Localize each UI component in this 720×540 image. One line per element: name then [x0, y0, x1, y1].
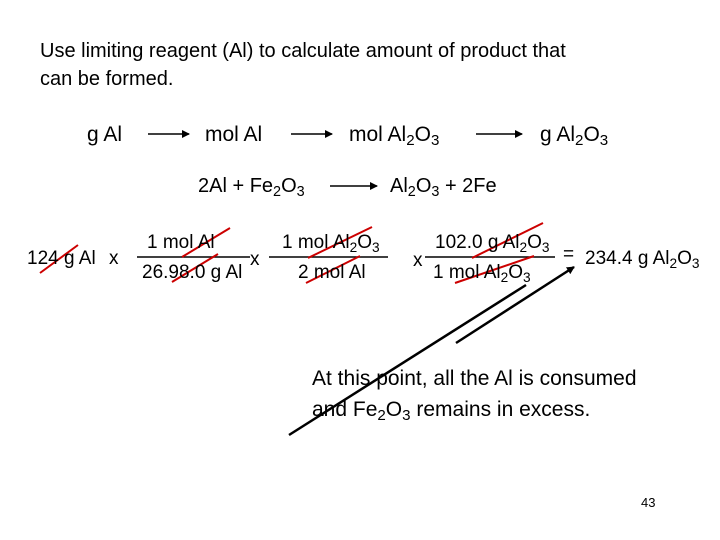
calc-start-quantity: 124 g Al	[27, 248, 96, 269]
strike-f2-num-mol	[307, 226, 373, 259]
equation-reactants: 2Al + Fe2O3	[198, 175, 305, 201]
times-sign-3: x	[413, 250, 423, 271]
note-line-1: At this point, all the Al is consumed	[312, 367, 637, 390]
fraction-3-denominator: 1 mol Al2O3	[433, 262, 531, 285]
flow-step-grams-al2o3: g Al2O3	[540, 123, 609, 150]
fraction-2-numerator: 1 mol Al2O3	[282, 232, 380, 255]
fraction-3-numerator: 102.0 g Al2O3	[435, 232, 550, 255]
strike-f1-den-al	[171, 253, 219, 283]
title-line-1: Use limiting reagent (Al) to calculate a…	[40, 40, 566, 62]
times-sign-2: x	[250, 249, 260, 270]
slide-title: Use limiting reagent (Al) to calculate a…	[40, 37, 700, 93]
fraction-2-denominator: 2 mol Al	[298, 262, 366, 283]
fraction-1-numerator: 1 mol Al	[147, 232, 215, 253]
strike-start-al	[39, 244, 79, 274]
title-line-2: can be formed.	[40, 68, 174, 90]
flow-step-mol-al2o3: mol Al2O3	[349, 123, 440, 150]
strike-f1-num-mol	[181, 227, 231, 258]
fraction-1-denominator: 26.98.0 g Al	[142, 262, 243, 283]
flow-step-mol-al: mol Al	[205, 123, 263, 146]
note-line-2: and Fe2O3 remains in excess.	[312, 398, 591, 425]
page-number: 43	[641, 495, 656, 510]
equals-sign: =	[563, 244, 575, 265]
calc-result: 234.4 g Al2O3	[585, 248, 700, 271]
strike-f3-num	[471, 222, 544, 259]
strike-f3-den	[454, 255, 535, 284]
pointer-arrow-2	[455, 265, 575, 345]
pointer-arrow	[288, 283, 527, 437]
equation-products: Al2O3 + 2Fe	[390, 175, 497, 201]
strike-f2-den-mol	[305, 255, 361, 284]
flow-step-grams-al: g Al	[87, 123, 123, 146]
excess-note: At this point, all the Al is consumed an…	[312, 363, 712, 425]
times-sign-1: x	[109, 248, 119, 269]
